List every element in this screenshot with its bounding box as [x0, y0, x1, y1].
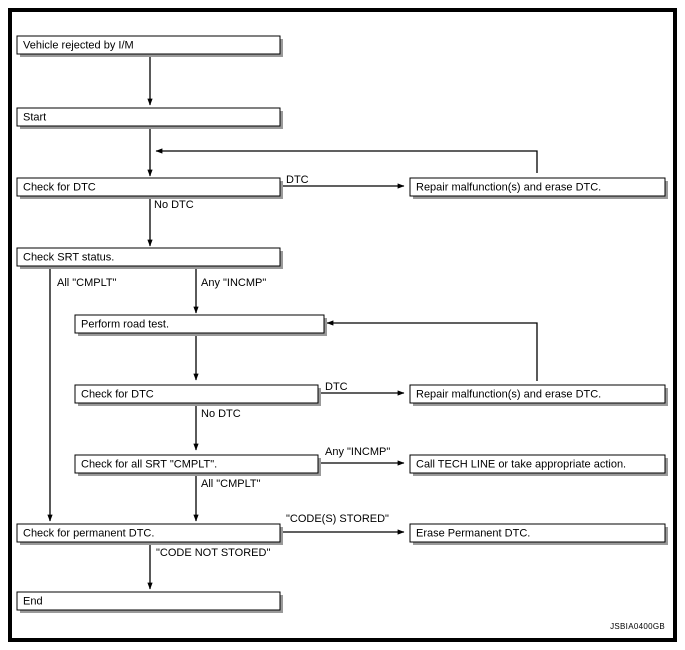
edge-repair2-feedback — [326, 320, 538, 381]
node-check-permanent-dtc-label: Check for permanent DTC. — [23, 527, 154, 539]
node-perform-road-test-label: Perform road test. — [81, 318, 169, 330]
node-end[interactable]: End — [16, 591, 283, 613]
node-check-dtc-2-label: Check for DTC — [81, 388, 154, 400]
page-frame — [8, 8, 677, 642]
node-start-label: Start — [23, 111, 46, 123]
edge-label-code-not-stored: "CODE NOT STORED" — [156, 547, 270, 559]
edge-label-no-dtc-2: No DTC — [201, 408, 241, 420]
node-vehicle-rejected-label: Vehicle rejected by I/M — [23, 39, 134, 51]
edge-label-codes-stored: "CODE(S) STORED" — [286, 513, 389, 525]
node-call-tech-line-label: Call TECH LINE or take appropriate actio… — [416, 458, 626, 470]
edge-label-no-dtc-1: No DTC — [154, 199, 194, 211]
node-call-tech-line[interactable]: Call TECH LINE or take appropriate actio… — [409, 454, 668, 476]
connector-layer — [47, 55, 538, 590]
node-check-dtc-1-label: Check for DTC — [23, 181, 96, 193]
node-check-all-srt-cmplt[interactable]: Check for all SRT "CMPLT". — [74, 454, 321, 476]
edge-label-all-cmplt-1: All "CMPLT" — [57, 277, 117, 289]
node-erase-permanent-dtc-label: Erase Permanent DTC. — [416, 527, 530, 539]
edge-label-layer: DTC No DTC All "CMPLT" Any "INCMP" DTC N… — [57, 174, 390, 559]
node-check-dtc-2[interactable]: Check for DTC — [74, 384, 321, 406]
edge-label-any-incmp-2: Any "INCMP" — [325, 446, 390, 458]
node-erase-permanent-dtc[interactable]: Erase Permanent DTC. — [409, 523, 668, 545]
node-check-all-srt-cmplt-label: Check for all SRT "CMPLT". — [81, 458, 217, 470]
node-repair-2[interactable]: Repair malfunction(s) and erase DTC. — [409, 384, 668, 406]
node-perform-road-test[interactable]: Perform road test. — [74, 314, 327, 336]
node-check-srt-status[interactable]: Check SRT status. — [16, 247, 283, 269]
figure-id: JSBIA0400GB — [610, 622, 665, 631]
node-check-srt-status-label: Check SRT status. — [23, 251, 114, 263]
node-check-permanent-dtc[interactable]: Check for permanent DTC. — [16, 523, 283, 545]
edge-label-dtc-1: DTC — [286, 174, 309, 186]
node-check-dtc-1[interactable]: Check for DTC — [16, 177, 283, 199]
node-vehicle-rejected[interactable]: Vehicle rejected by I/M — [16, 35, 283, 57]
edge-repair1-feedback — [155, 148, 538, 173]
node-start[interactable]: Start — [16, 107, 283, 129]
edge-label-dtc-2: DTC — [325, 381, 348, 393]
edge-label-all-cmplt-2: All "CMPLT" — [201, 478, 261, 490]
node-repair-2-label: Repair malfunction(s) and erase DTC. — [416, 388, 601, 400]
node-repair-1[interactable]: Repair malfunction(s) and erase DTC. — [409, 177, 668, 199]
edge-label-any-incmp-1: Any "INCMP" — [201, 277, 266, 289]
node-end-label: End — [23, 595, 43, 607]
node-repair-1-label: Repair malfunction(s) and erase DTC. — [416, 181, 601, 193]
